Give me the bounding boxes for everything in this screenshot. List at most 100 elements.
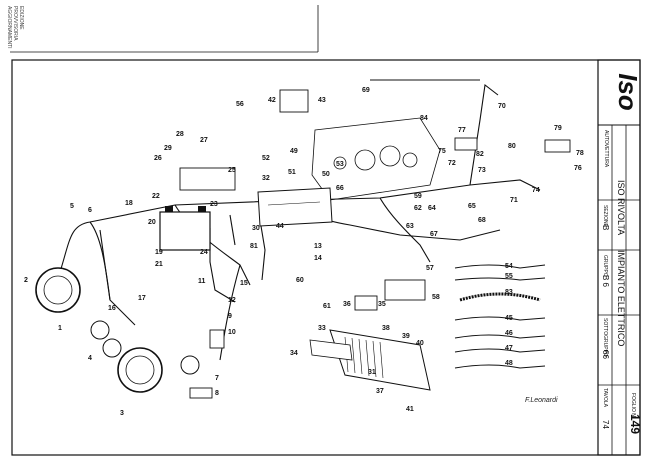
part-label-68: 68 (478, 217, 486, 224)
part-label-66: 66 (336, 185, 344, 192)
part-label-40: 40 (416, 340, 424, 347)
part-label-34: 34 (290, 350, 298, 357)
part-label-47: 47 (505, 345, 513, 352)
dashboard-outline (311, 117, 441, 201)
part-label-53: 53 (336, 161, 344, 168)
foglio-value: 149 (628, 414, 642, 434)
part-label-59: 59 (414, 193, 422, 200)
part-label-79: 79 (554, 125, 562, 132)
part-label-32: 32 (262, 175, 270, 182)
part-label-49: 49 (290, 148, 298, 155)
part-label-57: 57 (426, 265, 434, 272)
part-label-21: 21 (155, 261, 163, 268)
part-label-2: 2 (24, 277, 28, 284)
part-label-81: 81 (250, 243, 258, 250)
drawing-frame (11, 59, 641, 456)
part-label-52: 52 (262, 155, 270, 162)
part-label-17: 17 (138, 295, 146, 302)
part-label-69: 69 (362, 87, 370, 94)
battery (159, 206, 211, 251)
misc-components (179, 89, 571, 399)
part-label-54: 54 (505, 263, 513, 270)
part-label-38: 38 (382, 325, 390, 332)
part-label-4: 4 (88, 355, 92, 362)
part-label-39: 39 (402, 333, 410, 340)
part-label-76: 76 (574, 165, 582, 172)
part-label-18: 18 (125, 200, 133, 207)
part-label-44: 44 (276, 223, 284, 230)
part-label-55: 55 (505, 273, 513, 280)
loose-wires (454, 264, 546, 369)
part-label-9: 9 (228, 313, 232, 320)
part-label-77: 77 (458, 127, 466, 134)
part-label-24: 24 (200, 249, 208, 256)
part-label-23: 23 (210, 201, 218, 208)
gruppo-label: GRUPPO (602, 255, 608, 277)
part-label-70: 70 (498, 103, 506, 110)
tavola-label: TAVOLA (602, 388, 608, 408)
sezione-label: SEZIONE (602, 205, 608, 228)
part-label-48: 48 (505, 360, 513, 367)
part-label-15: 15 (240, 280, 248, 287)
part-label-46: 46 (505, 330, 513, 337)
part-label-82: 82 (476, 151, 484, 158)
part-label-45: 45 (505, 315, 513, 322)
draftsman-signature: F.Leonardi (525, 397, 558, 404)
part-label-12: 12 (228, 297, 236, 304)
fuse-box (329, 329, 431, 391)
sottogruppo-value: 66 (601, 350, 610, 359)
part-label-22: 22 (152, 193, 160, 200)
part-label-78: 78 (576, 150, 584, 157)
title-block: Iso AUTOVETTURA SEZIONE B GRUPPO B 6 SOT… (597, 59, 643, 456)
part-label-58: 58 (432, 294, 440, 301)
part-label-27: 27 (200, 137, 208, 144)
part-label-71: 71 (510, 197, 518, 204)
part-label-35: 35 (378, 301, 386, 308)
gruppo-value: B 6 (601, 275, 610, 288)
part-label-5: 5 (70, 203, 74, 210)
part-label-37: 37 (376, 388, 384, 395)
part-label-3: 3 (120, 410, 124, 417)
part-label-61: 61 (323, 303, 331, 310)
part-label-84: 84 (420, 115, 428, 122)
part-label-64: 64 (428, 205, 436, 212)
part-label-26: 26 (154, 155, 162, 162)
autovettura-label: AUTOVETTURA (603, 130, 609, 168)
part-label-73: 73 (478, 167, 486, 174)
part-label-60: 60 (296, 277, 304, 284)
part-label-13: 13 (314, 243, 322, 250)
fog-lamps (90, 320, 200, 375)
fuse-strip (309, 339, 353, 361)
part-label-28: 28 (176, 131, 184, 138)
sottogruppo-label: SOTTOGRUPPO (602, 318, 608, 357)
part-label-30: 30 (252, 225, 260, 232)
part-label-67: 67 (430, 231, 438, 238)
part-label-72: 72 (448, 160, 456, 167)
part-label-56: 56 (236, 101, 244, 108)
part-label-25: 25 (228, 167, 236, 174)
part-label-63: 63 (406, 223, 414, 230)
part-label-8: 8 (215, 390, 219, 397)
sezione-value: B (601, 225, 610, 230)
impianto-title: IMPIANTO ELETTRICO (616, 250, 626, 346)
part-label-65: 65 (468, 203, 476, 210)
radio-console (257, 187, 333, 227)
part-label-62: 62 (414, 205, 422, 212)
part-label-41: 41 (406, 406, 414, 413)
part-label-50: 50 (322, 171, 330, 178)
part-label-19: 19 (155, 249, 163, 256)
part-label-14: 14 (314, 255, 322, 262)
part-labels: 1 2 3 4 5 6 7 8 9 10 11 12 13 14 15 16 1… (24, 87, 584, 417)
part-label-6: 6 (88, 207, 92, 214)
autovettura-value: ISO RIVOLTA (616, 180, 626, 235)
part-label-16: 16 (108, 305, 116, 312)
part-label-75: 75 (438, 148, 446, 155)
headlamp-right (117, 347, 163, 393)
headlamp-left (35, 267, 81, 313)
part-label-7: 7 (215, 375, 219, 382)
part-label-51: 51 (288, 169, 296, 176)
iso-logo: Iso (613, 73, 643, 111)
part-label-43: 43 (318, 97, 326, 104)
part-label-42: 42 (268, 97, 276, 104)
